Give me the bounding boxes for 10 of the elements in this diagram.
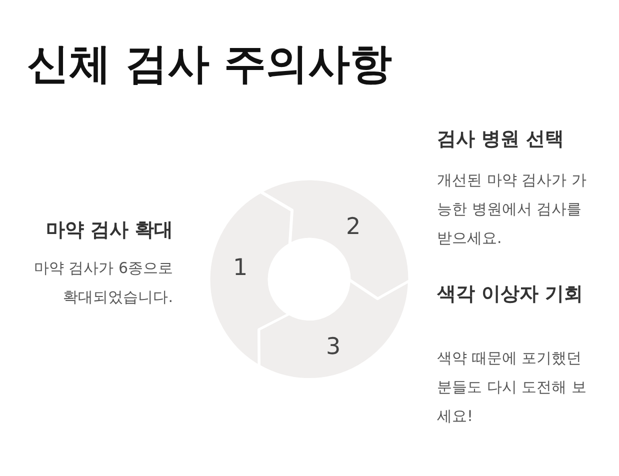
step-number: 3 (326, 336, 341, 359)
step-heading: 검사 병원 선택 (437, 127, 566, 152)
step-number: 1 (233, 256, 248, 280)
step-number: 2 (346, 216, 361, 239)
step-heading: 마약 검사 확대 (44, 218, 173, 243)
step-description: 색약 때문에 포기했던 분들도 다시 도전해 보세요! (437, 348, 588, 427)
page-title: 신체 검사 주의사항 (27, 38, 392, 90)
step-description: 마약 검사가 6종으로 확대되었습니다. (32, 258, 173, 308)
step-description: 개선된 마약 검사가 가능한 병원에서 검사를 받으세요. (437, 170, 588, 249)
step-heading: 색각 이상자 기회 (437, 282, 584, 307)
